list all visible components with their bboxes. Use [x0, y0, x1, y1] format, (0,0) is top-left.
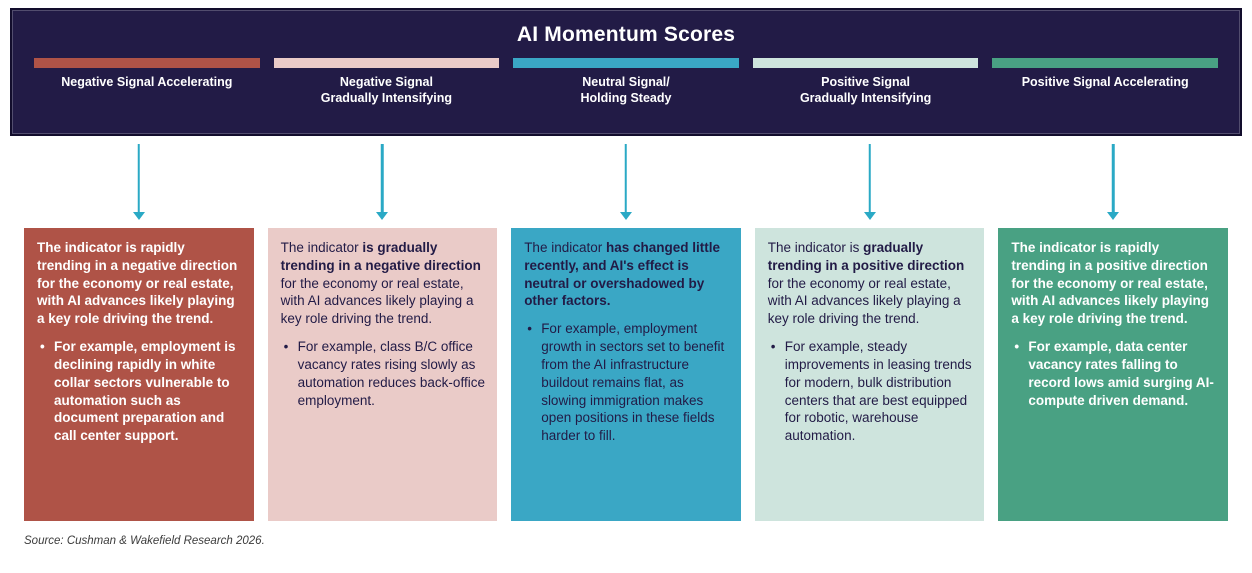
header-band: AI Momentum Scores Negative Signal Accel…	[10, 8, 1242, 136]
card-lead: The indicator is gradually trending in a…	[768, 239, 973, 328]
arrow-col	[511, 136, 741, 228]
card-lead-pre: The indicator is	[767, 240, 864, 255]
card-lead-bold: has changed little recently, and AI's ef…	[524, 240, 721, 309]
arrow-col	[24, 136, 254, 228]
card-lead-pre: The indicator is	[37, 240, 141, 255]
swatch-label: Negative Signal Gradually Intensifying	[320, 75, 453, 105]
card-lead-pre: The indicator	[524, 240, 606, 255]
card-lead: The indicator is gradually trending in a…	[281, 239, 486, 328]
card-lead-bold: is gradually trending in a negative dire…	[280, 240, 481, 273]
down-arrow-icon	[132, 144, 145, 220]
card-lead-bold: rapidly trending in a positive direction	[1011, 240, 1208, 273]
card-bullet-text: For example, class B/C office vacancy ra…	[297, 339, 485, 408]
card-negative-accelerating: The indicator is rapidly trending in a n…	[24, 228, 254, 521]
legend-item-positive-accelerating: Positive Signal Accelerating	[992, 58, 1218, 106]
card-bullet: For example, employment growth in sector…	[524, 320, 729, 445]
card-lead-pre: The indicator is	[1011, 240, 1115, 255]
legend-item-negative-accelerating: Negative Signal Accelerating	[34, 58, 260, 106]
arrow-col	[755, 136, 985, 228]
ai-momentum-infographic: AI Momentum Scores Negative Signal Accel…	[0, 8, 1252, 573]
card-lead: The indicator has changed little recentl…	[524, 239, 729, 310]
card-lead-post: for the economy or real estate, with AI …	[37, 275, 235, 327]
card-positive-accelerating: The indicator is rapidly trending in a p…	[998, 228, 1228, 521]
swatch-bar	[513, 58, 739, 68]
legend-item-positive-intensifying: Positive Signal Gradually Intensifying	[752, 58, 979, 106]
card-lead-post: for the economy or real estate, with AI …	[767, 275, 961, 327]
connector-arrow-row	[0, 136, 1252, 228]
card-bullet-text: For example, employment growth in sector…	[541, 321, 725, 444]
legend-item-negative-intensifying: Negative Signal Gradually Intensifying	[273, 58, 500, 106]
card-negative-intensifying: The indicator is gradually trending in a…	[267, 228, 498, 521]
down-arrow-icon	[376, 144, 389, 220]
swatch-label: Neutral Signal/ Holding Steady	[580, 75, 672, 105]
card-bullet: For example, steady improvements in leas…	[768, 338, 973, 445]
cards-row: The indicator is rapidly trending in a n…	[0, 228, 1252, 521]
legend-swatch-row: Negative Signal Accelerating Negative Si…	[12, 58, 1240, 106]
card-lead-post: for the economy or real estate, with AI …	[280, 275, 474, 327]
down-arrow-icon	[863, 144, 876, 220]
card-bullet-text: For example, steady improvements in leas…	[784, 339, 972, 444]
arrow-col	[998, 136, 1228, 228]
swatch-label: Negative Signal Accelerating	[61, 75, 233, 89]
card-neutral: The indicator has changed little recentl…	[511, 228, 741, 521]
card-positive-intensifying: The indicator is gradually trending in a…	[754, 228, 985, 521]
swatch-bar	[992, 58, 1218, 68]
card-lead-post: for the economy or real estate, with AI …	[1011, 275, 1209, 327]
card-bullet: For example, data center vacancy rates f…	[1011, 338, 1216, 409]
card-lead-bold: gradually trending in a positive directi…	[767, 240, 965, 273]
source-note: Source: Cushman & Wakefield Research 202…	[24, 535, 265, 547]
down-arrow-icon	[1107, 144, 1120, 220]
card-bullet: For example, employment is declining rap…	[37, 338, 242, 445]
legend-item-neutral: Neutral Signal/ Holding Steady	[513, 58, 739, 106]
down-arrow-icon	[619, 144, 632, 220]
card-lead-bold: rapidly trending in a negative direction	[37, 240, 238, 273]
swatch-label: Positive Signal Gradually Intensifying	[799, 75, 932, 105]
swatch-bar	[273, 58, 500, 68]
swatch-bar	[752, 58, 979, 68]
card-lead-pre: The indicator	[280, 240, 363, 255]
swatch-label: Positive Signal Accelerating	[1021, 75, 1189, 89]
card-bullet: For example, class B/C office vacancy ra…	[281, 338, 486, 409]
page-title: AI Momentum Scores	[516, 23, 736, 46]
swatch-bar	[34, 58, 260, 68]
card-lead: The indicator is rapidly trending in a p…	[1011, 239, 1216, 328]
arrow-col	[268, 136, 498, 228]
card-bullet-text: For example, employment is declining rap…	[54, 339, 236, 444]
card-bullet-text: For example, data center vacancy rates f…	[1028, 339, 1214, 408]
card-lead: The indicator is rapidly trending in a n…	[37, 239, 242, 328]
